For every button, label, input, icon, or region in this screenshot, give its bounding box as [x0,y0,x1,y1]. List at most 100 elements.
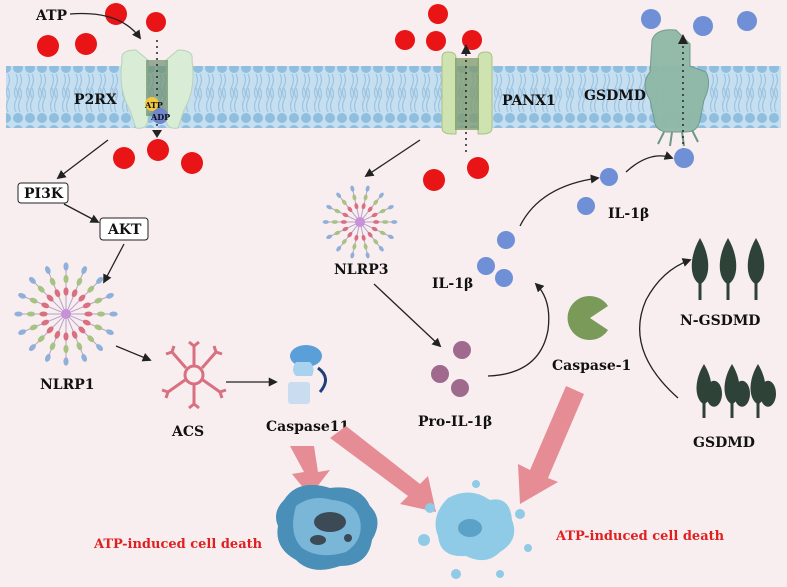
gsdmd-domain [691,238,709,285]
inflammasome-spoke [30,278,64,312]
il1b-molecules-middle [477,231,515,287]
inflammasome-spoke [67,317,86,361]
il1b-left-label: IL-1β [432,276,473,292]
cell-death-left-label: ATP-induced cell death [93,537,263,552]
inflammasome-spoke [69,294,113,313]
inflammasome-domain [82,302,91,309]
atp-entry-arrow [69,12,142,40]
inflammasome-spoke [68,278,102,312]
inflammasome-domain [326,204,333,210]
inflammasome-domain [382,220,389,224]
inflammasome-domain [96,276,104,284]
inflammasome-domain [18,292,27,299]
inflammasome-domain [342,212,349,218]
inflammasome-spoke [46,267,65,311]
inflammasome-domain [37,285,45,293]
inflammasome-domain [63,357,69,366]
inflammasome-domain [352,243,357,250]
inflammasome-spoke [363,223,393,239]
inflammasome-domain [334,208,341,214]
nlrp3-inflammasome [322,185,398,259]
inflammasome-domain [94,324,103,331]
adp-in-channel [152,108,168,124]
inflammasome-domain [331,220,338,224]
il1b-molecules-top [641,9,757,36]
inflammasome-domain [354,234,359,241]
gsdmd-label: GSDMD [693,435,755,451]
gsdmd-c-terminal [734,380,750,407]
inflammasome-domain [81,353,88,362]
inflammasome-domain [379,208,386,214]
big-arrow-caspase1-to-cell [518,386,584,504]
inflammasome-domain [341,238,347,245]
inflammasome-spoke [19,294,63,313]
inflammasome-domain [81,266,88,275]
atp-molecules-top [37,3,482,57]
inflammasome-domain [387,204,394,210]
inflammasome-domain [391,220,398,224]
inflammasome-domain [87,335,95,343]
inflammasome-domain [49,342,56,351]
inflammasome-domain [361,234,366,241]
inflammasome-domain [63,262,69,271]
inflammasome-domain [341,199,347,206]
inflammasome-domain [378,246,384,252]
inflammasome-spoke [351,186,360,219]
inflammasome-domain [363,194,368,201]
inflammasome-spoke [30,316,64,350]
inflammasome-domain [354,203,359,210]
arrow-il1b-to-release [519,174,600,227]
inflammasome-domain [49,277,56,286]
nlrp3-label: NLRP3 [334,262,389,278]
inflammasome-domain [63,274,69,284]
inflammasome-spoke [327,223,357,239]
panx1-channel [441,44,493,156]
inflammasome-domain [37,335,45,343]
caspase11-protein [288,345,327,404]
inflammasome-domain [373,220,380,224]
inflammasome-domain [363,243,368,250]
inflammasome-domain [109,311,118,317]
arrow-nlrp3-to-pro-il1b [373,283,442,348]
big-arrow-caspase11-to-cell-left [290,446,330,496]
inflammasome-domain [63,287,69,296]
inflammasome-domain [347,231,353,238]
inflammasome-domain [78,294,86,302]
inflammasome-domain [322,220,329,224]
il1b-exiting [674,148,694,168]
inflammasome-domain [82,319,91,326]
inflammasome-domain [350,252,355,259]
inflammasome-spoke [362,224,383,251]
panx1-label: PANX1 [502,93,556,109]
big-arrow-caspase11-to-cell-right [330,426,436,512]
inflammasome-domain [14,311,23,317]
inflammasome-domain [373,238,379,245]
il1b-molecules-right [577,168,618,215]
inflammasome-core [355,217,365,227]
inflammasome-spoke [67,267,86,311]
nlrp1-label: NLRP1 [40,377,95,393]
inflammasome-domain [347,206,353,213]
arrow-nlrp1-to-acs [115,345,152,362]
inflammasome-domain [96,344,104,352]
inflammasome-domain [63,344,69,354]
akt-box [99,217,149,241]
inflammasome-domain [39,311,48,317]
inflammasome-spoke [69,315,113,334]
dying-cell-right [418,480,532,579]
inflammasome-domain [26,311,36,317]
inflammasome-domain [54,330,61,339]
inflammasome-domain [29,324,38,331]
inflammasome-domain [326,234,333,240]
arrow-panx1-to-nlrp3 [364,139,421,178]
inflammasome-domain [371,226,378,232]
atp-small-label: ATP [144,100,163,110]
inflammasome-spoke [337,224,358,251]
inflammasome-domain [76,342,83,351]
caspase11-label: Caspase11 [266,419,349,435]
inflammasome-domain [84,311,93,317]
arrow-pi3k-to-akt [63,203,100,223]
arrow-akt-to-nlrp1 [103,243,125,284]
inflammasome-domain [365,185,370,192]
